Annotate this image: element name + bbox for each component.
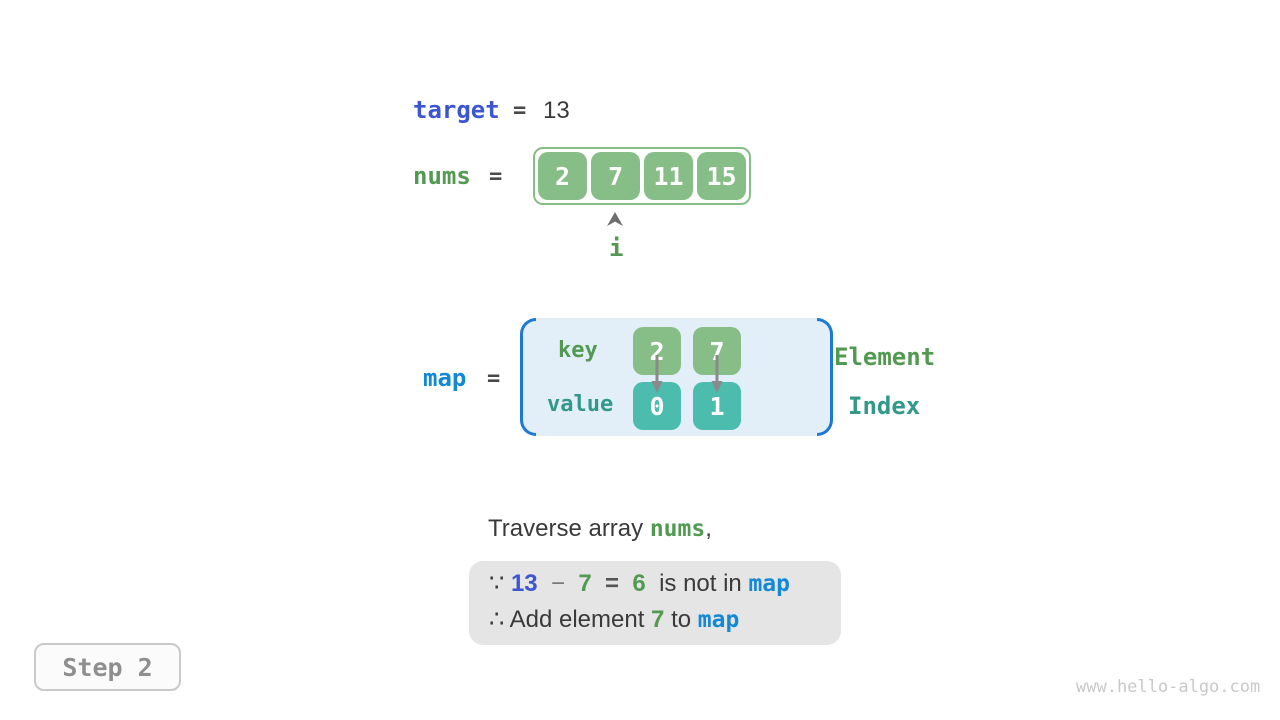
note-line1-text: is not in xyxy=(645,570,749,597)
watermark: www.hello-algo.com xyxy=(1076,677,1261,697)
nums-cell-0: 2 xyxy=(538,152,587,200)
map-value-row-label: value xyxy=(547,392,614,417)
map-label: map xyxy=(423,364,467,392)
caption-nums-code: nums xyxy=(649,516,706,542)
caption-suffix: , xyxy=(705,515,712,542)
caption-prefix: Traverse array xyxy=(488,515,650,542)
target-value: 13 xyxy=(543,97,570,124)
note-box: ∵ 13 − 7 = 6 is not in map ∴ Add element… xyxy=(469,561,841,645)
map-value-cell-0: 0 xyxy=(633,382,681,430)
note-difference: 6 xyxy=(632,570,646,597)
index-annotation: Index xyxy=(848,392,921,420)
note-equals-sign: = xyxy=(591,570,633,597)
note-line2-middle: to xyxy=(664,606,698,633)
map-key-cell-1: 7 xyxy=(693,327,741,375)
because-symbol: ∵ xyxy=(489,570,511,597)
map-key-cell-0: 2 xyxy=(633,327,681,375)
note-line2-map-code: map xyxy=(697,607,740,633)
map-container: key value 2 7 0 1 xyxy=(520,318,833,436)
map-left-bracket xyxy=(520,318,536,436)
note-subtrahend: 7 xyxy=(578,570,592,597)
caption-text: Traverse array nums, xyxy=(488,515,712,543)
note-line-1: ∵ 13 − 7 = 6 is not in map xyxy=(489,566,841,602)
index-pointer-arrow-icon xyxy=(607,212,623,226)
target-equals-sign: = xyxy=(513,98,527,123)
note-element-value: 7 xyxy=(651,606,665,633)
note-minuend: 13 xyxy=(510,570,538,597)
element-annotation: Element xyxy=(834,343,936,371)
nums-label: nums xyxy=(413,162,471,190)
note-line-2: ∴ Add element 7 to map xyxy=(489,602,841,638)
nums-cell-3: 15 xyxy=(697,152,746,200)
step-badge: Step 2 xyxy=(34,643,181,691)
map-value-cell-1: 1 xyxy=(693,382,741,430)
target-label: target xyxy=(413,96,500,124)
note-line1-map-code: map xyxy=(748,571,790,597)
index-pointer-label: i xyxy=(609,234,624,262)
nums-array: 2 7 11 15 xyxy=(533,147,751,205)
nums-cell-2: 11 xyxy=(644,152,693,200)
map-equals-sign: = xyxy=(487,366,501,391)
nums-equals-sign: = xyxy=(489,164,503,189)
therefore-text: ∴ Add element xyxy=(489,606,652,633)
minus-sign: − xyxy=(537,570,579,597)
map-key-row-label: key xyxy=(558,338,598,363)
map-right-bracket xyxy=(817,318,833,436)
nums-cell-1: 7 xyxy=(591,152,640,200)
